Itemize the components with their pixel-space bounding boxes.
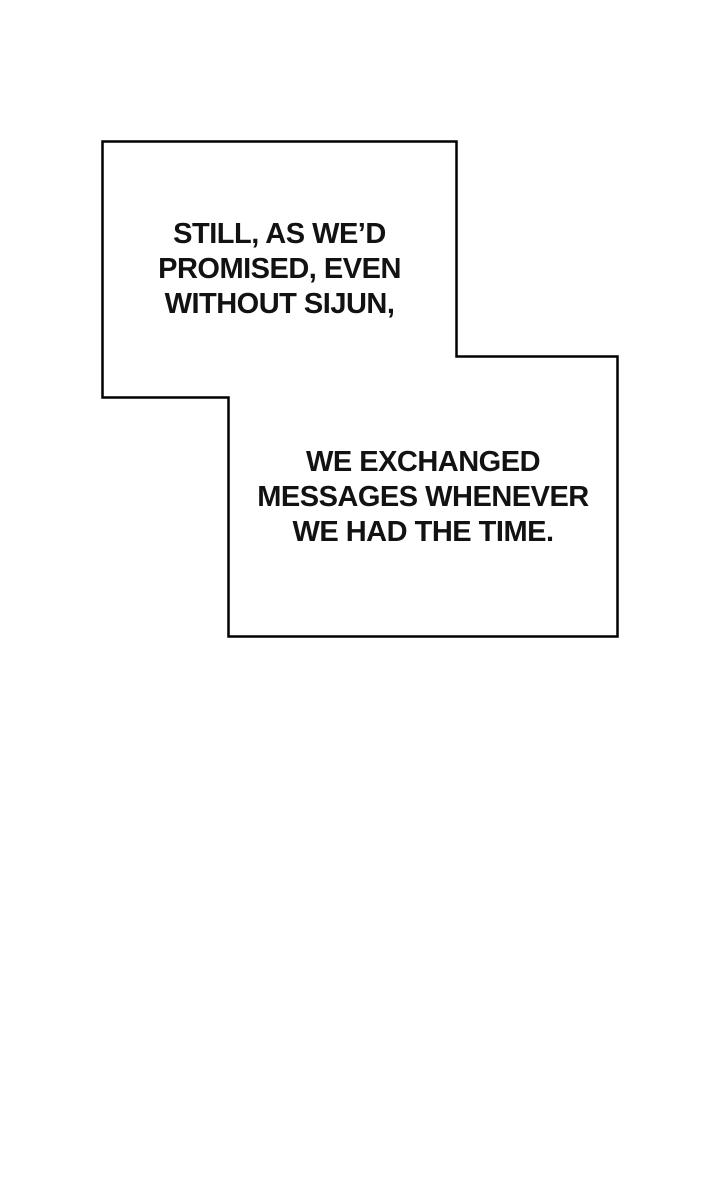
panel-union-border (101, 140, 619, 638)
caption-box-top: STILL, AS WE’D PROMISED, EVEN WITHOUT SI… (102, 141, 457, 398)
caption-text-bottom: WE EXCHANGED MESSAGES WHENEVER WE HAD TH… (257, 445, 589, 548)
caption-box-bottom: WE EXCHANGED MESSAGES WHENEVER WE HAD TH… (228, 357, 618, 637)
caption-text-top: STILL, AS WE’D PROMISED, EVEN WITHOUT SI… (158, 218, 401, 320)
